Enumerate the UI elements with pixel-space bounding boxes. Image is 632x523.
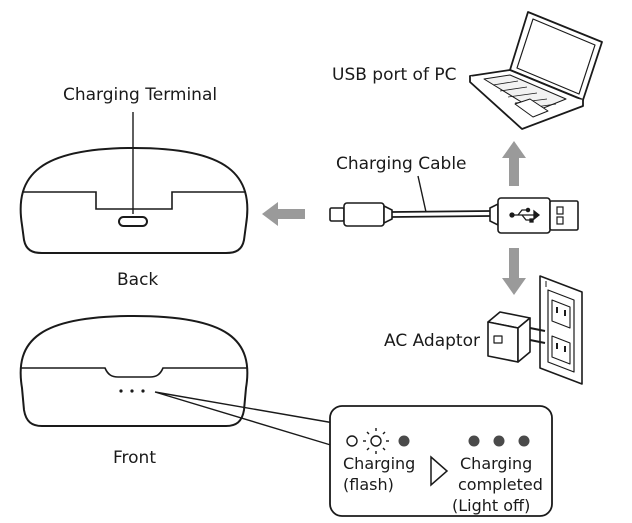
led-1: [119, 389, 123, 393]
arrow-up-icon: [502, 141, 526, 186]
led-on-icon: [398, 435, 410, 447]
laptop-icon: [469, 11, 603, 130]
micro-usb-plug: [329, 207, 345, 222]
light-off-label: (Light off): [452, 496, 531, 515]
back-label: Back: [117, 270, 159, 290]
charging-completed-label-2: completed: [458, 475, 543, 494]
completed-leds: [468, 435, 530, 447]
led-on-icon: [468, 435, 480, 447]
callout-pointer: [154, 391, 335, 447]
charging-status-label: Charging: [343, 454, 416, 473]
case-back: [19, 146, 249, 254]
front-label: Front: [113, 448, 156, 468]
led-2: [130, 389, 134, 393]
status-panel: [329, 405, 553, 517]
wall-outlet-icon: [539, 275, 583, 385]
charging-cable-label: Charging Cable: [336, 154, 467, 174]
flash-status-label: (flash): [343, 475, 394, 494]
arrow-left-icon: [262, 202, 305, 226]
led-flash-icon: [363, 428, 389, 454]
charging-completed-label-1: Charging: [460, 454, 533, 473]
led-on-icon: [493, 435, 505, 447]
ac-adaptor-icon: [487, 311, 546, 363]
led-off-icon: [346, 435, 358, 447]
charging-cable: [329, 197, 579, 234]
charging-port: [118, 216, 148, 227]
charging-terminal-label: Charging Terminal: [63, 85, 218, 105]
next-state-arrow-icon: [430, 455, 449, 487]
led-on-icon: [518, 435, 530, 447]
usb-port-label: USB port of PC: [332, 65, 457, 85]
arrow-down-icon: [502, 248, 526, 295]
cable-label-leader: [417, 175, 427, 213]
ac-adaptor-label: AC Adaptor: [384, 331, 480, 351]
led-3: [141, 389, 145, 393]
charging-leds: [346, 428, 410, 454]
usb-symbol-icon: [509, 207, 541, 223]
